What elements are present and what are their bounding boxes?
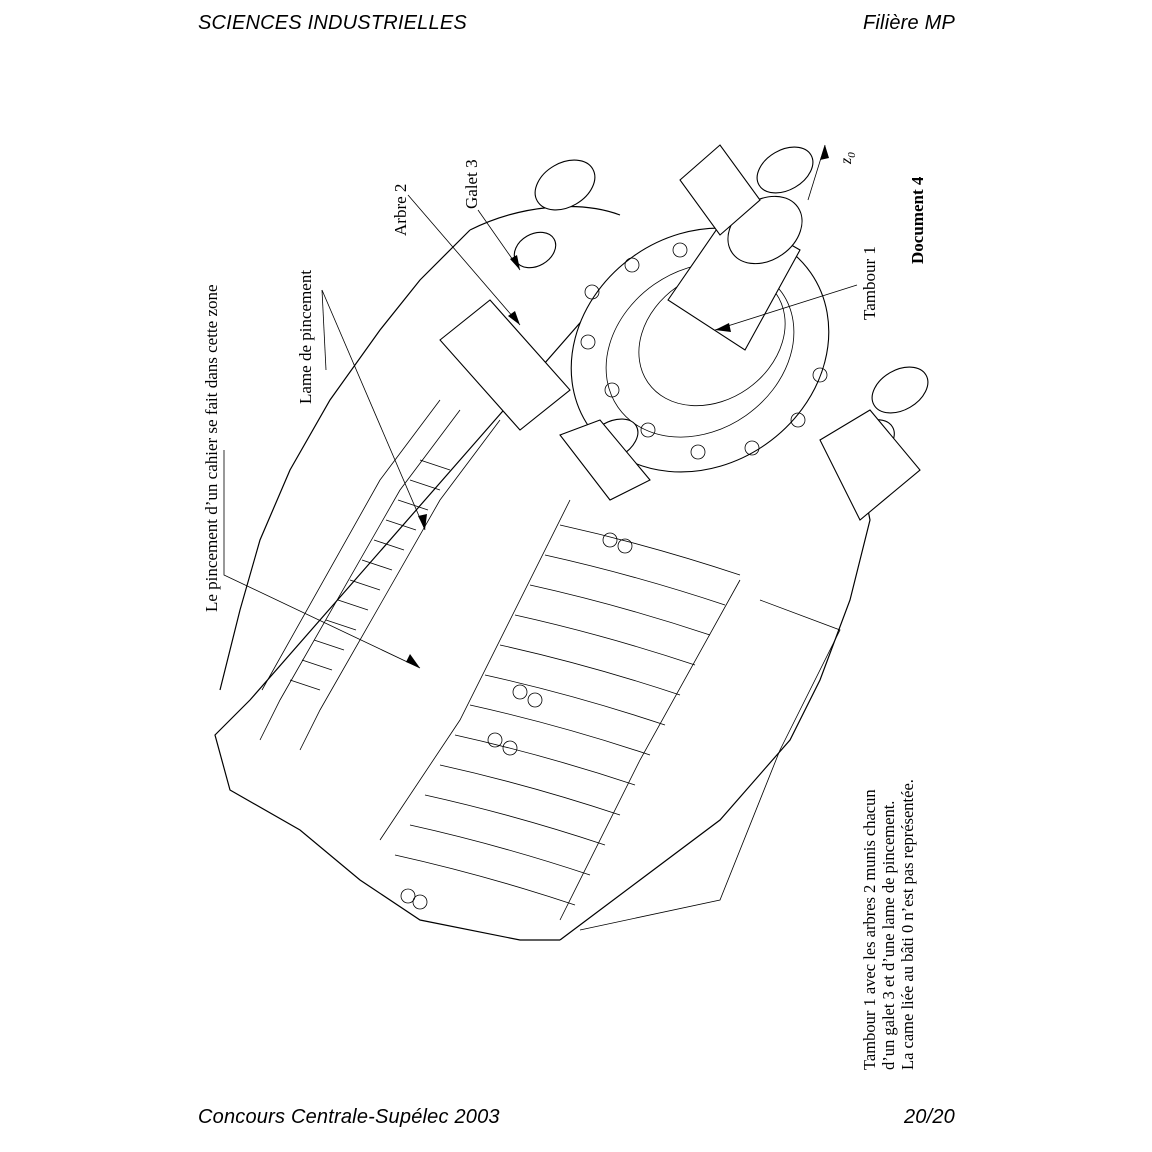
caption-line: d’un galet 3 et d’une lame de pincement. bbox=[879, 800, 898, 1070]
label-pincement-zone: Le pincement d’un cahier se fait dans ce… bbox=[202, 284, 221, 612]
header-track: Filière MP bbox=[862, 12, 955, 34]
axis-z0-label: z0 bbox=[838, 152, 859, 164]
header-subject: SCIENCES INDUSTRIELLES bbox=[198, 12, 467, 34]
label-galet-3: Galet 3 bbox=[462, 159, 481, 209]
label-arbre-2: Arbre 2 bbox=[391, 183, 410, 236]
pincement-blades bbox=[259, 399, 841, 931]
figure-caption: Tambour 1 avec les arbres 2 munis chacun… bbox=[860, 779, 917, 1070]
footer-contest: Concours Centrale-Supélec 2003 bbox=[198, 1106, 500, 1128]
leader-lines bbox=[223, 144, 858, 669]
label-tambour-1: Tambour 1 bbox=[860, 246, 879, 320]
galet-rollers bbox=[439, 144, 929, 521]
caption-line: Tambour 1 avec les arbres 2 munis chacun bbox=[860, 789, 879, 1070]
document-title: Document 4 bbox=[908, 176, 927, 264]
label-lame-pincement: Lame de pincement bbox=[296, 269, 315, 404]
footer-page-number: 20/20 bbox=[903, 1106, 955, 1128]
caption-line: La came liée au bâti 0 n’est pas représe… bbox=[898, 779, 917, 1070]
drum-body bbox=[214, 195, 871, 941]
